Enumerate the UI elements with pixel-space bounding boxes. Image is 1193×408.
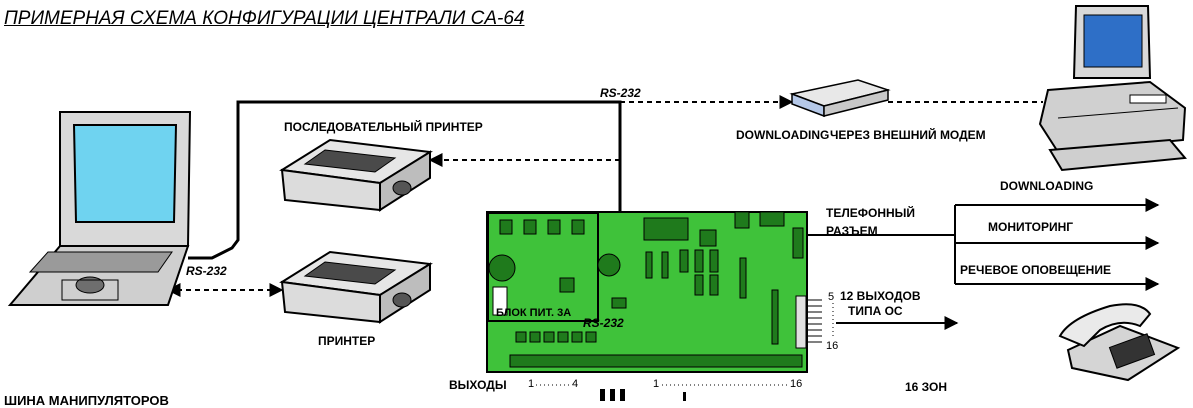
voice-notification-label: РЕЧЕВОЕ ОПОВЕЩЕНИЕ: [960, 263, 1111, 277]
control-board-icon: [486, 211, 808, 373]
zones-range-start: 1: [653, 378, 660, 390]
phone-jack-label-2: РАЗЪЕМ: [826, 224, 878, 238]
downloading-label: DOWNLOADING: [1000, 179, 1094, 193]
outputs-label: ВЫХОДЫ: [449, 378, 507, 392]
laptop-icon: [7, 111, 192, 306]
modem-icon: [789, 79, 891, 118]
page-title: ПРИМЕРНАЯ СХЕМА КОНФИГУРАЦИИ ЦЕНТРАЛИ CA…: [4, 8, 525, 29]
rs232-label-left: RS-232: [186, 264, 227, 278]
desktop-computer-icon: [1038, 5, 1187, 172]
power-supply-label: БЛОК ПИТ. 3A: [496, 307, 572, 319]
telephone-icon: [1058, 303, 1181, 382]
phone-jack-label-1: ТЕЛЕФОННЫЙ: [826, 206, 916, 220]
rs232-label-board: RS-232: [583, 316, 624, 330]
outputs-range-start: 1: [528, 378, 535, 390]
monitoring-label: МОНИТОРИНГ: [988, 220, 1074, 234]
bus-cable-stubs: [600, 389, 686, 401]
zones-range-end: 16: [790, 378, 803, 390]
oc-outputs-label-1: 12 ВЫХОДОВ: [840, 289, 921, 303]
external-modem-label: ЧЕРЕЗ ВНЕШНИЙ МОДЕМ: [830, 128, 986, 142]
serial-printer-icon: [279, 138, 433, 212]
printer-label: ПРИНТЕР: [318, 334, 376, 348]
oc-range-start: 5: [828, 291, 835, 303]
oc-range-end: 16: [826, 340, 839, 352]
oc-outputs-label-2: ТИПА ОС: [848, 304, 903, 318]
downloading-modem-label: DOWNLOADING: [736, 128, 830, 142]
zones-label: 16 ЗОН: [905, 380, 948, 394]
printer-icon: [279, 250, 433, 324]
rs232-label-top: RS-232: [600, 86, 641, 100]
outputs-range-end: 4: [572, 378, 579, 390]
serial-printer-label: ПОСЛЕДОВАТЕЛЬНЫЙ ПРИНТЕР: [284, 120, 483, 134]
